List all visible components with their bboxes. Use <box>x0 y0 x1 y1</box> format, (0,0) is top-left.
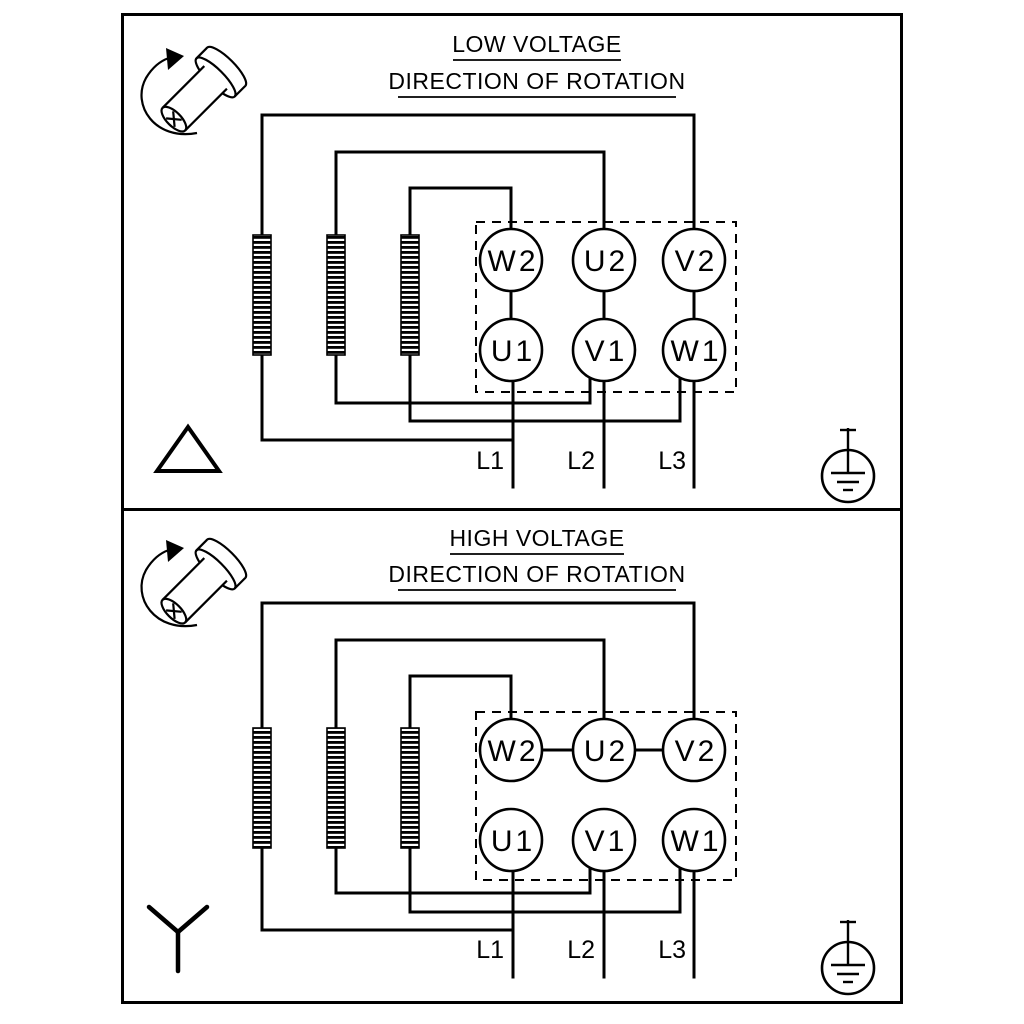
wire-coil3-to-w1 <box>408 841 682 914</box>
terminal-label-v1: V1 <box>585 825 628 858</box>
wire-coil2-to-v1 <box>334 348 592 405</box>
panel-title: HIGH VOLTAGE <box>449 525 624 551</box>
terminal-label-w1: W1 <box>671 825 722 858</box>
ground-icon-high <box>820 918 876 996</box>
terminal-label-v2: V2 <box>675 245 718 278</box>
terminal-u2 <box>571 227 637 293</box>
terminal-label-u1: U1 <box>491 335 535 368</box>
terminal-w2 <box>478 227 544 293</box>
supply-label-l2: L2 <box>567 936 595 964</box>
supply-label-l1: L1 <box>476 447 504 475</box>
star-connection-icon <box>146 904 210 974</box>
wire-coil3-to-w1 <box>408 348 682 423</box>
motor-rotation-icon <box>140 40 253 145</box>
terminal-label-u2: U2 <box>584 735 628 768</box>
wire-coil3-to-w2 <box>408 186 513 242</box>
terminal-u2 <box>571 717 637 783</box>
winding-coil-1 <box>252 234 272 356</box>
terminal-label-v2: V2 <box>675 735 718 768</box>
ground-icon-low <box>820 426 876 504</box>
terminal-label-u2: U2 <box>584 245 628 278</box>
motor-rotation-icon <box>140 532 253 637</box>
panel-border <box>121 508 903 1004</box>
terminal-board-outline <box>475 711 737 881</box>
winding-coil-2 <box>326 234 346 356</box>
wire-coil1-to-v2 <box>260 601 696 735</box>
wire-coil1-to-v2 <box>260 113 696 242</box>
panel-low-voltage: LOW VOLTAGE DIRECTION OF ROTATION W2 U2 <box>121 13 903 511</box>
terminal-label-w2: W2 <box>488 245 539 278</box>
terminal-v2 <box>661 717 727 783</box>
terminal-v2 <box>661 227 727 293</box>
supply-label-l3: L3 <box>658 936 686 964</box>
terminal-w1 <box>661 317 727 383</box>
winding-coil-3 <box>400 234 420 356</box>
terminal-label-w2: W2 <box>488 735 539 768</box>
supply-label-l2: L2 <box>567 447 595 475</box>
wire-coil2-to-u2 <box>334 150 606 242</box>
terminal-w2 <box>478 717 544 783</box>
winding-coil-2 <box>326 727 346 849</box>
panel-high-voltage: HIGH VOLTAGE DIRECTION OF ROTATION W2 U2… <box>121 508 903 1004</box>
wire-coil2-to-u2 <box>334 638 606 735</box>
wire-coil1-to-u1 <box>260 841 515 932</box>
wire-coil1-to-u1 <box>260 348 515 442</box>
panel-subtitle: DIRECTION OF ROTATION <box>388 561 685 587</box>
supply-label-l3: L3 <box>658 447 686 475</box>
winding-coil-3 <box>400 727 420 849</box>
terminal-board-outline <box>475 221 737 393</box>
terminal-v1 <box>571 317 637 383</box>
supply-label-l1: L1 <box>476 936 504 964</box>
terminal-u1 <box>478 317 544 383</box>
panel-title: LOW VOLTAGE <box>452 31 622 57</box>
terminal-u1 <box>478 807 544 873</box>
wire-coil3-to-w2 <box>408 674 513 735</box>
terminal-label-u1: U1 <box>491 825 535 858</box>
winding-coil-1 <box>252 727 272 849</box>
panel-subtitle: DIRECTION OF ROTATION <box>388 68 685 94</box>
terminal-label-w1: W1 <box>671 335 722 368</box>
terminal-label-v1: V1 <box>585 335 628 368</box>
wire-coil2-to-v1 <box>334 841 592 895</box>
terminal-v1 <box>571 807 637 873</box>
terminal-w1 <box>661 807 727 873</box>
delta-connection-icon <box>153 423 223 473</box>
